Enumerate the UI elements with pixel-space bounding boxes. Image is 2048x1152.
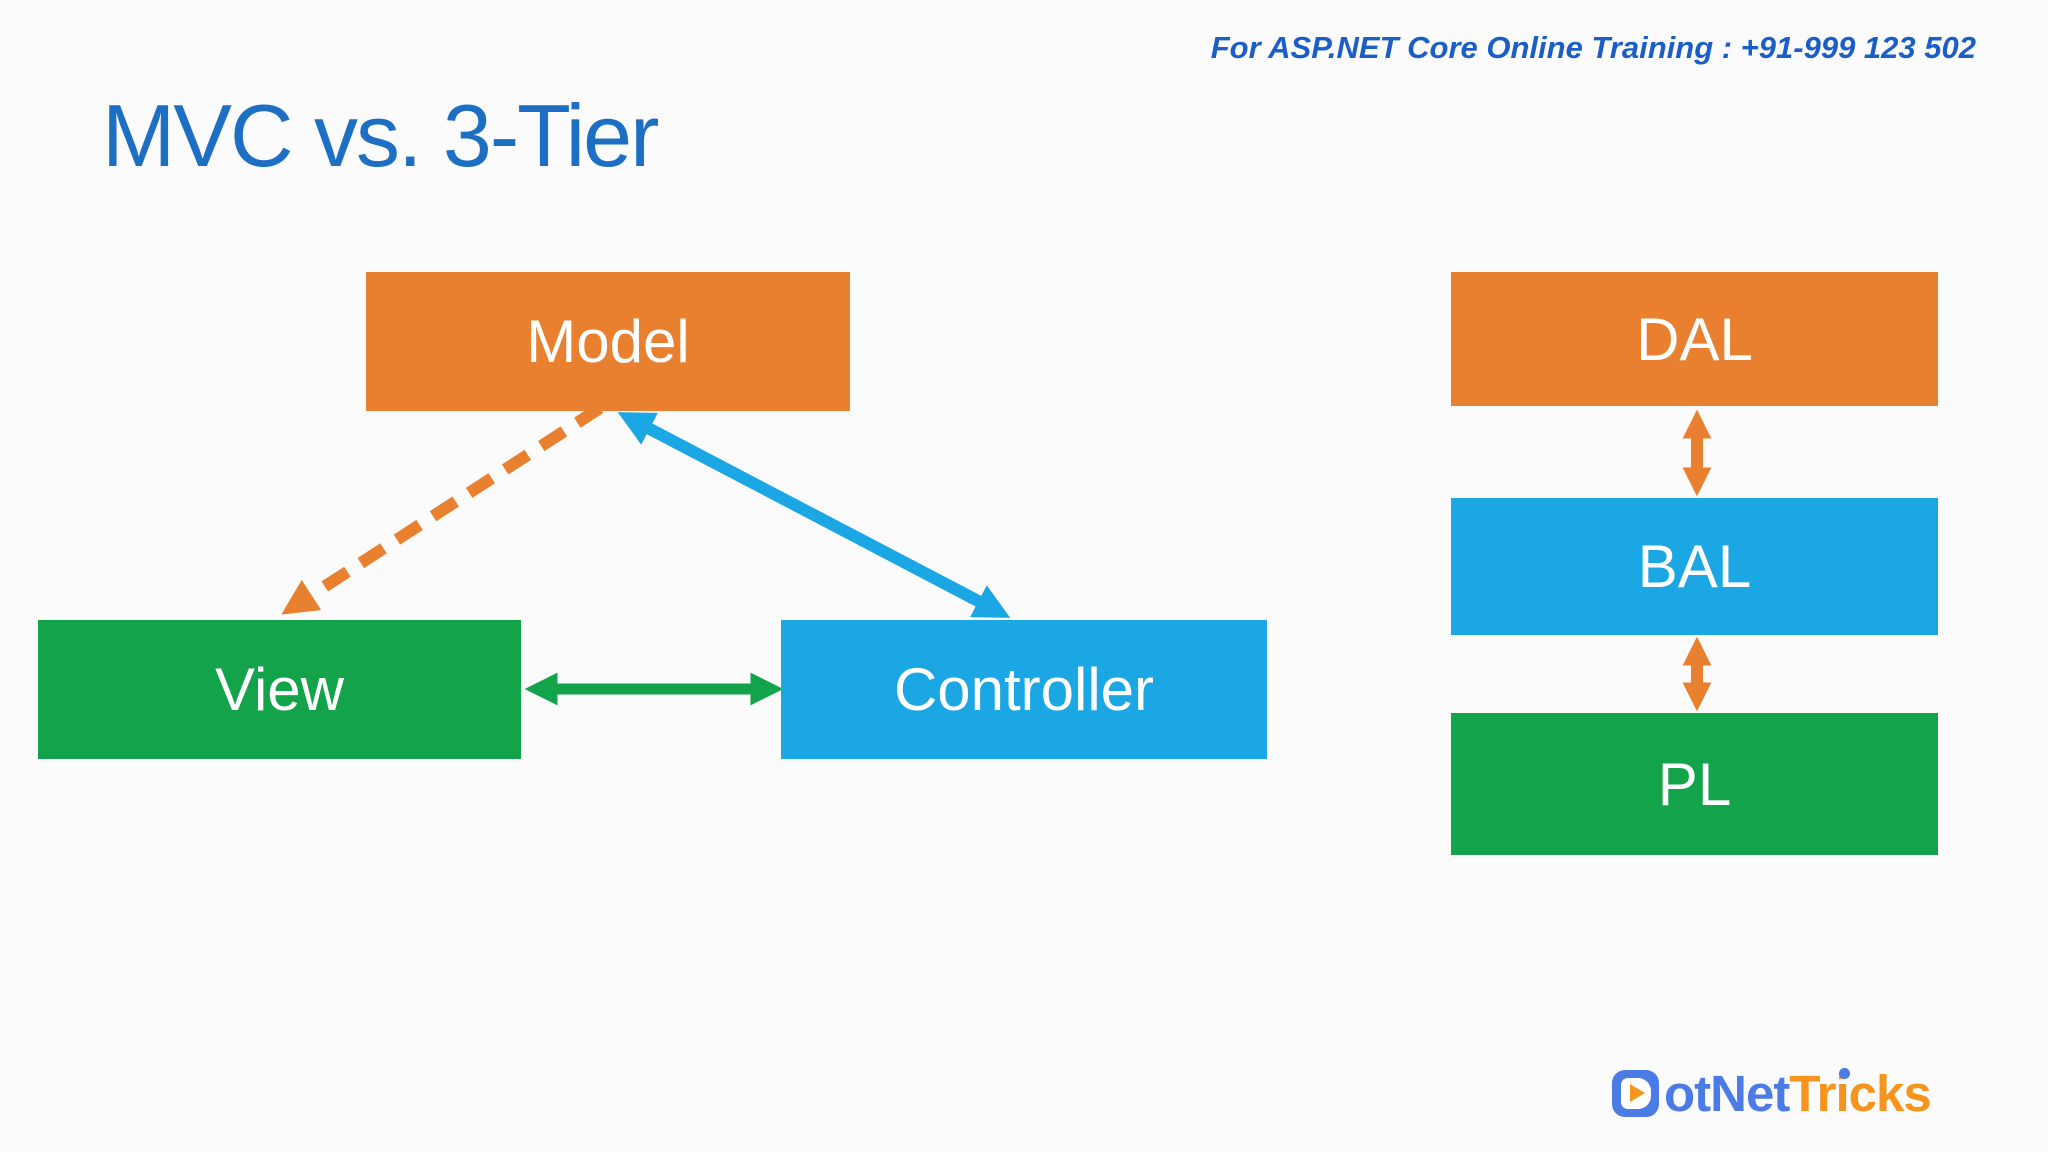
tier-layer-bal: BAL <box>1451 498 1938 635</box>
view-label: View <box>215 656 344 723</box>
tier-layer-pl: PL <box>1451 713 1938 855</box>
mvc-node-model: Model <box>366 272 850 411</box>
mvc-node-controller: Controller <box>781 620 1267 759</box>
page-title: MVC vs. 3-Tier <box>102 86 659 185</box>
logo-text-otnet: otNet <box>1664 1064 1790 1122</box>
arrow-model-to-view <box>281 402 604 615</box>
model-label: Model <box>526 308 690 375</box>
bal-label: BAL <box>1637 533 1752 600</box>
dotnettricks-logo: otNetTricks <box>1612 1064 1932 1122</box>
controller-label: Controller <box>893 656 1155 723</box>
logo-text-tricks: Tricks <box>1789 1064 1932 1122</box>
logo-text-tricks-word: Tricks <box>1789 1064 1931 1122</box>
pl-label: PL <box>1657 750 1732 818</box>
play-triangle-icon <box>1630 1083 1645 1102</box>
logo-text: otNetTricks <box>1664 1064 1932 1122</box>
play-icon <box>1612 1069 1659 1117</box>
arrow-model-to-controller <box>617 412 1011 618</box>
logo-i-dot <box>1839 1067 1851 1079</box>
dal-label: DAL <box>1636 305 1753 373</box>
tier-layer-dal: DAL <box>1451 272 1938 406</box>
training-contact-note: For ASP.NET Core Online Training : +91-9… <box>1210 30 1976 65</box>
mvc-node-view: View <box>38 620 521 759</box>
